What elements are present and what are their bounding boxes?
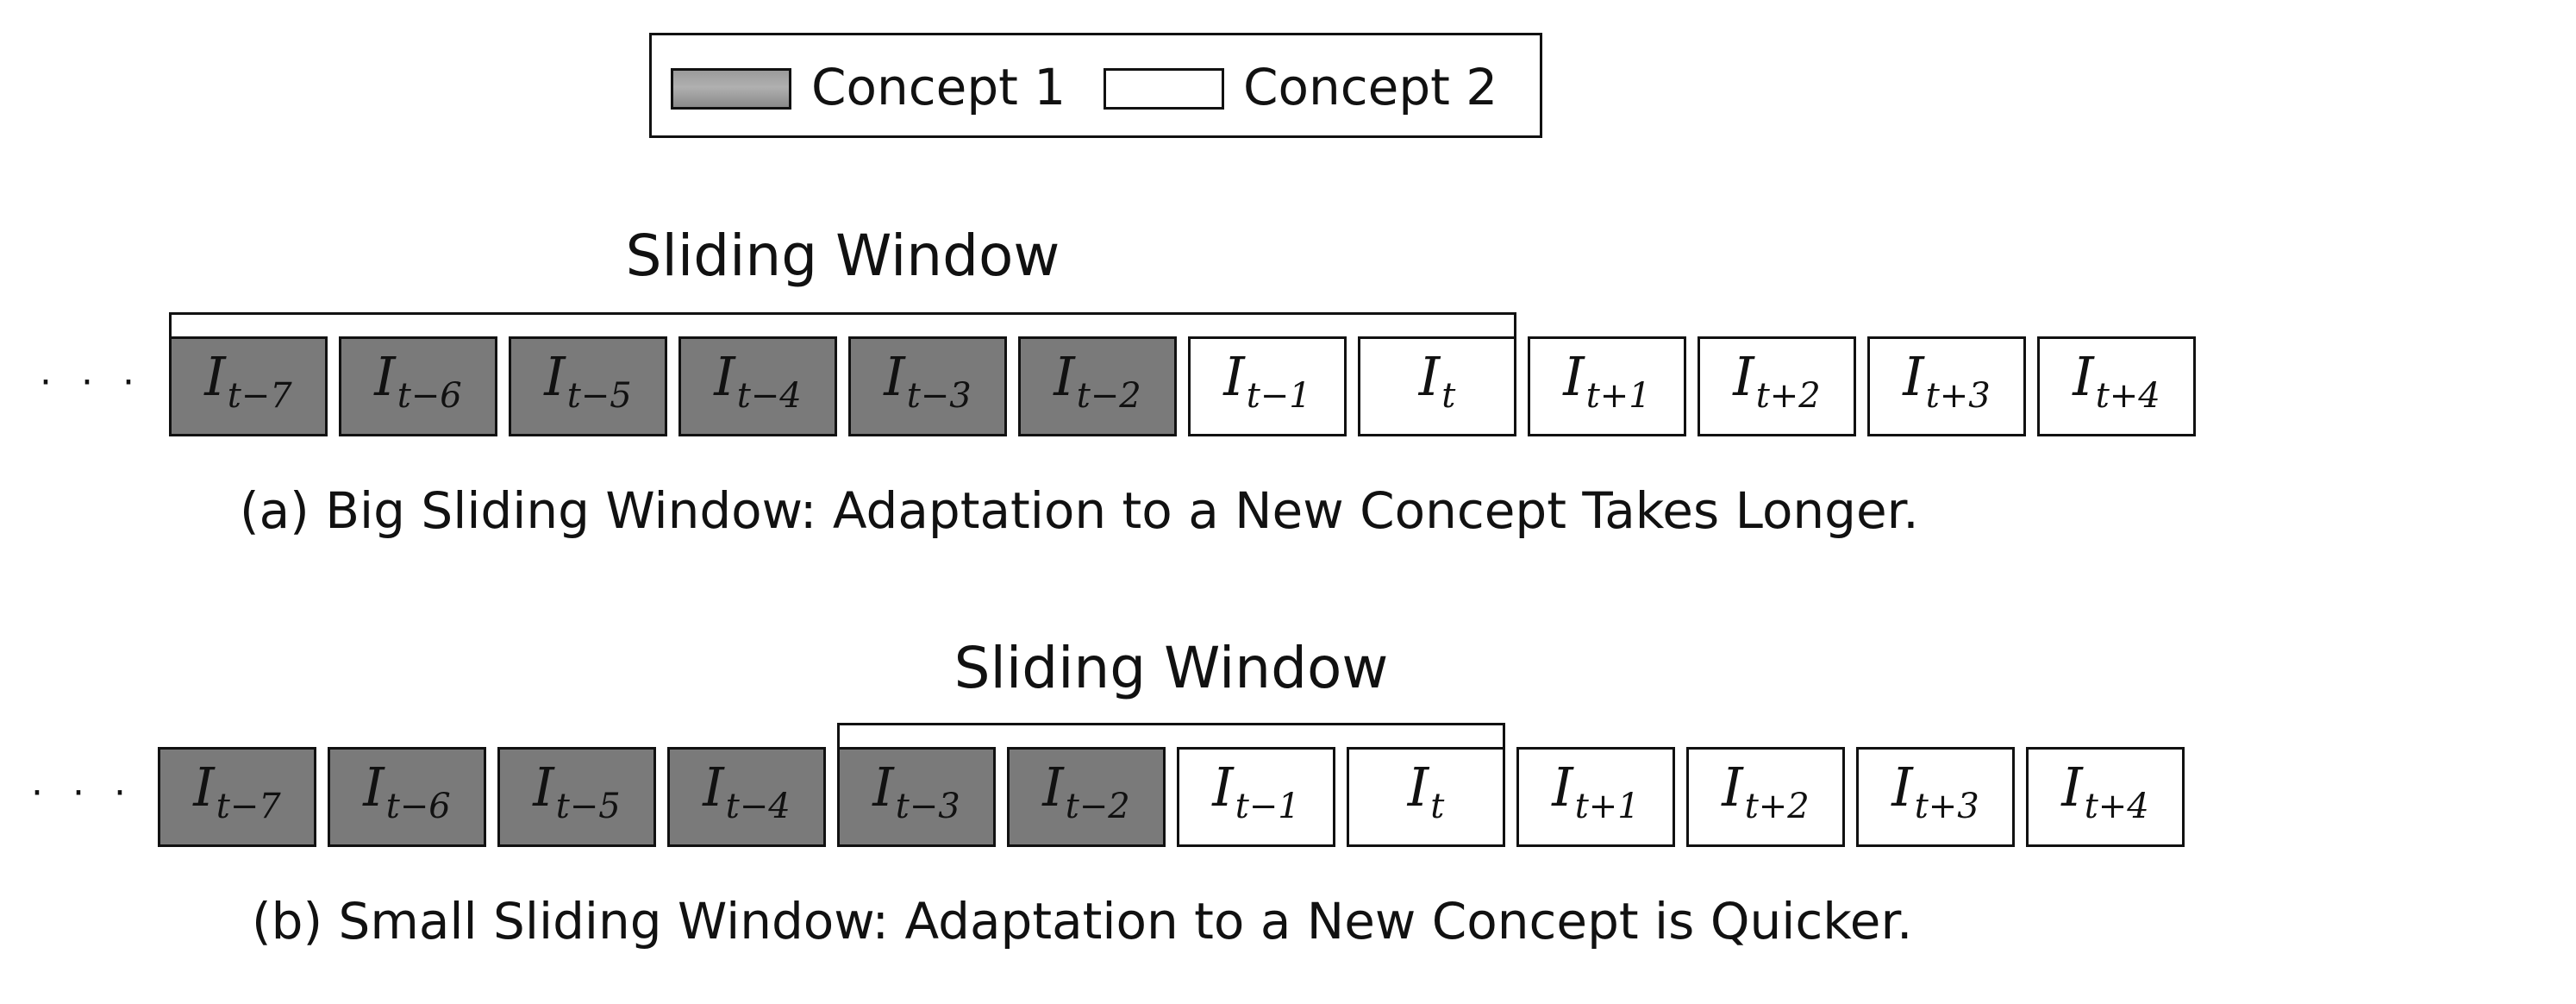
ellipsis: · · ·	[31, 771, 134, 815]
cell-subscript: t−1	[1246, 376, 1311, 416]
sequence-cell: It	[1358, 336, 1516, 436]
sequence-cell: It−6	[339, 336, 497, 436]
sequence-cell: It+4	[2037, 336, 2196, 436]
concept-1-label: Concept 1	[811, 58, 1066, 116]
sequence-cell: It−5	[497, 747, 656, 847]
cell-subscript: t−3	[906, 376, 972, 416]
cell-subscript: t−6	[397, 376, 462, 416]
cell-subscript: t+1	[1585, 376, 1651, 416]
sequence-cell: It−7	[169, 336, 328, 436]
cell-symbol: It+4	[2073, 345, 2160, 417]
cell-subscript: t+2	[1744, 787, 1810, 826]
cell-symbol: It−5	[544, 345, 632, 417]
cell-symbol: It−5	[533, 756, 621, 827]
sequence-cell: It−4	[667, 747, 826, 847]
sliding-window-label: Sliding Window	[953, 635, 1389, 701]
panel-caption: (a) Big Sliding Window: Adaptation to a …	[240, 481, 1919, 540]
cell-symbol: It+1	[1563, 345, 1651, 417]
sequence-cell: It−5	[509, 336, 667, 436]
sequence-cell: It+1	[1528, 336, 1686, 436]
sequence-cell: It−6	[328, 747, 486, 847]
sliding-window-label: Sliding Window	[625, 223, 1060, 289]
sliding-window-bracket	[837, 723, 1505, 747]
cell-symbol: It+1	[1552, 756, 1640, 827]
cell-symbol: It+2	[1733, 345, 1821, 417]
cell-subscript: t+4	[2084, 787, 2149, 826]
cell-subscript: t	[1441, 376, 1456, 416]
cell-symbol: It−3	[884, 345, 972, 417]
cell-subscript: t−3	[895, 787, 960, 826]
cell-subscript: t−5	[566, 376, 632, 416]
cell-symbol: It−3	[872, 756, 960, 827]
sequence-cell: It−1	[1188, 336, 1347, 436]
sequence-cell: It−3	[848, 336, 1007, 436]
cell-subscript: t−2	[1065, 787, 1130, 826]
sequence-cell: It−2	[1018, 336, 1177, 436]
cell-symbol: It−2	[1054, 345, 1141, 417]
cell-subscript: t−7	[227, 376, 292, 416]
panel-caption: (b) Small Sliding Window: Adaptation to …	[252, 892, 1913, 951]
cell-subscript: t+3	[1914, 787, 1979, 826]
sequence-cell: It−4	[678, 336, 837, 436]
cell-symbol: It−6	[374, 345, 462, 417]
cell-symbol: It+2	[1722, 756, 1810, 827]
sequence-cell: It+3	[1856, 747, 2015, 847]
cell-symbol: It−7	[193, 756, 281, 827]
concept-2-label: Concept 2	[1243, 58, 1498, 116]
concept-1-swatch	[671, 68, 791, 110]
cell-symbol: It−4	[714, 345, 802, 417]
cell-subscript: t−2	[1076, 376, 1141, 416]
cell-symbol: It−1	[1223, 345, 1311, 417]
cell-symbol: It	[1407, 756, 1445, 827]
cell-symbol: It−2	[1042, 756, 1130, 827]
cell-symbol: It−7	[204, 345, 292, 417]
cell-subscript: t−4	[725, 787, 791, 826]
cell-subscript: t+2	[1755, 376, 1821, 416]
cell-symbol: It−6	[363, 756, 451, 827]
cell-subscript: t	[1430, 787, 1445, 826]
cell-subscript: t+1	[1574, 787, 1640, 826]
sliding-window-bracket	[169, 312, 1516, 336]
sequence-cell: It−2	[1007, 747, 1166, 847]
cell-symbol: It+3	[1903, 345, 1991, 417]
cell-subscript: t+3	[1925, 376, 1991, 416]
sequence-cell: It−3	[837, 747, 996, 847]
cell-symbol: It+4	[2061, 756, 2149, 827]
cell-subscript: t−6	[385, 787, 451, 826]
cell-subscript: t−5	[555, 787, 621, 826]
ellipsis: · · ·	[40, 361, 143, 405]
sequence-cell: It+4	[2026, 747, 2185, 847]
cell-subscript: t−7	[216, 787, 281, 826]
cell-symbol: It	[1418, 345, 1456, 417]
cell-subscript: t−1	[1235, 787, 1300, 826]
cell-subscript: t+4	[2095, 376, 2160, 416]
sequence-cell: It	[1347, 747, 1505, 847]
legend: Concept 1 Concept 2	[649, 33, 1542, 138]
cell-symbol: It+3	[1891, 756, 1979, 827]
concept-2-swatch	[1104, 68, 1224, 110]
sequence-cell: It−7	[158, 747, 316, 847]
sequence-cell: It−1	[1177, 747, 1335, 847]
cell-symbol: It−1	[1212, 756, 1300, 827]
cell-symbol: It−4	[703, 756, 791, 827]
sequence-cell: It+3	[1867, 336, 2026, 436]
sequence-cell: It+2	[1698, 336, 1856, 436]
sequence-cell: It+1	[1516, 747, 1675, 847]
sequence-cell: It+2	[1686, 747, 1845, 847]
cell-subscript: t−4	[736, 376, 802, 416]
